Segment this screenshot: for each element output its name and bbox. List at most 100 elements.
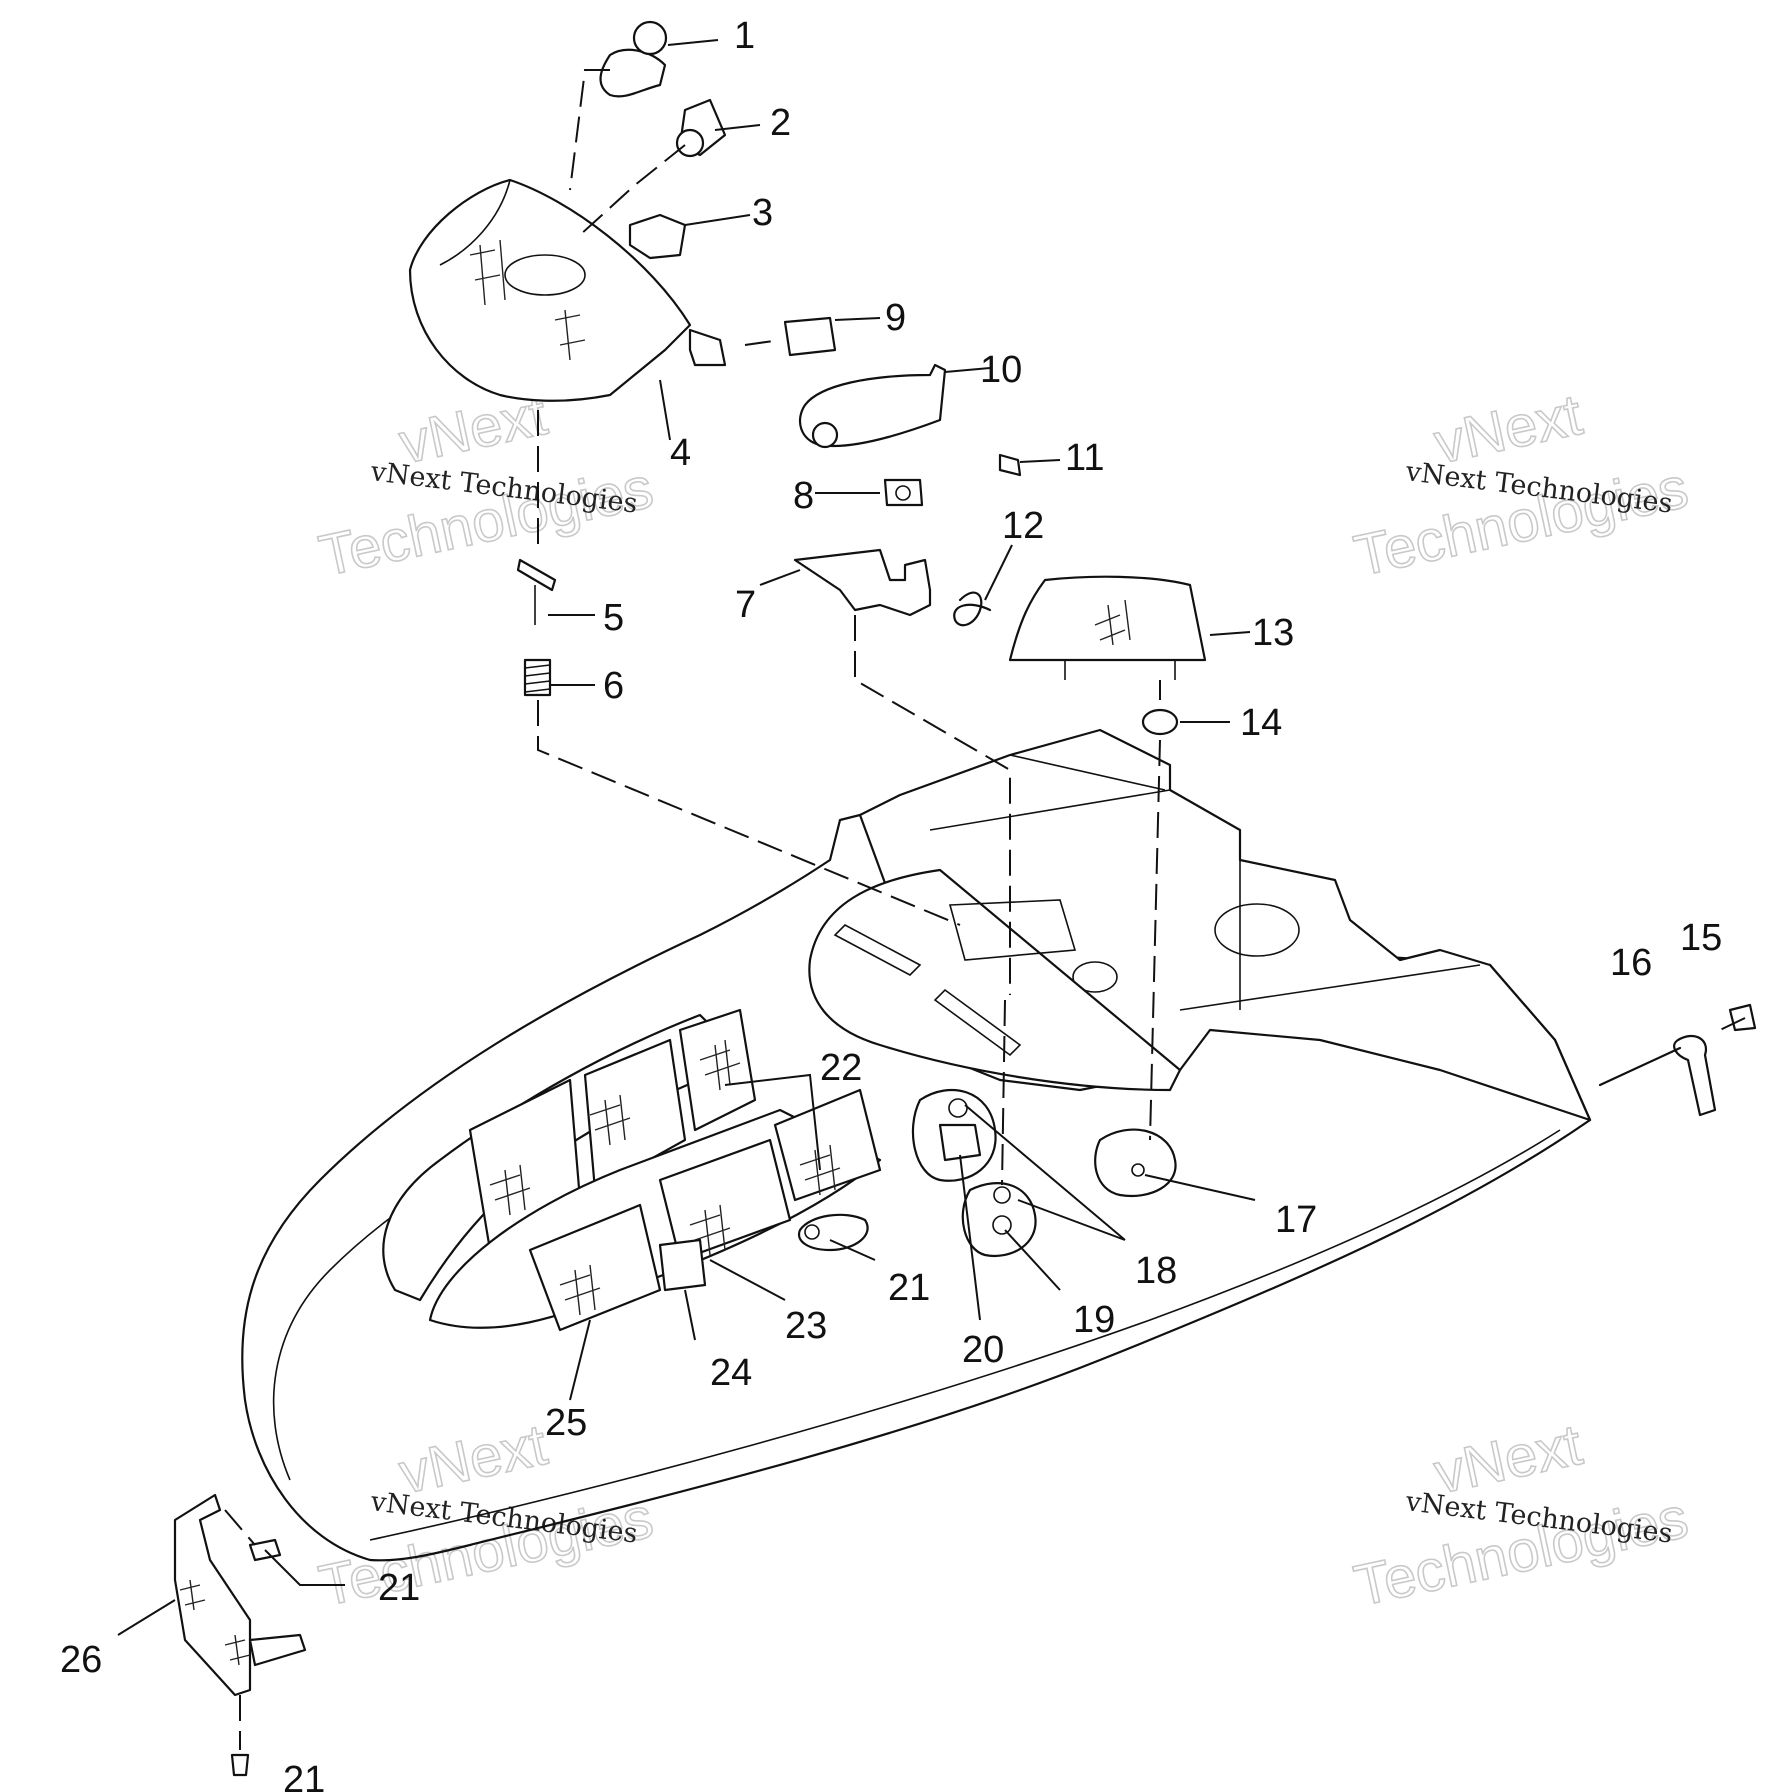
part-13-lens	[1008, 575, 1207, 662]
console-edge-1	[899, 754, 1166, 796]
align-bracket-to-hood	[854, 615, 1011, 995]
vent-upper-mid	[583, 1038, 687, 1192]
vent-lower-left	[528, 1203, 662, 1332]
align-rivet-top	[224, 1509, 256, 1546]
leader-12	[984, 544, 1013, 601]
console-edge-2	[929, 789, 1171, 831]
alignment-lines	[224, 69, 1746, 1750]
leader-20	[959, 1154, 981, 1321]
bracket-assembly	[783, 316, 1022, 627]
headlight-slot	[833, 924, 922, 976]
callout-21-bottom: 21	[283, 1759, 325, 1792]
callout-23: 23	[785, 1305, 827, 1347]
part-3-connector	[628, 213, 687, 260]
callout-20: 20	[962, 1329, 1004, 1371]
align-lever-16	[1598, 1046, 1682, 1087]
callout-5: 5	[603, 597, 624, 639]
vent-lower-mid	[658, 1138, 792, 1262]
part-15-bolt	[1728, 1003, 1757, 1032]
callout-3: 3	[752, 192, 773, 234]
decal-mark-3	[699, 1039, 741, 1091]
decal-mark-2	[589, 1094, 631, 1146]
leader-10	[944, 367, 991, 373]
leader-17	[1144, 1174, 1256, 1201]
part-8-nut	[883, 478, 924, 507]
callout-2: 2	[770, 102, 791, 144]
housing-lens-edge	[439, 179, 511, 266]
callout-13: 13	[1252, 612, 1294, 654]
callout-25: 25	[545, 1402, 587, 1444]
hood-side-line	[369, 1129, 1561, 1541]
part-7-bracket	[793, 548, 932, 617]
part-10-arm	[798, 363, 947, 448]
callout-10: 10	[980, 349, 1022, 391]
front-bracket-assembly	[173, 1493, 307, 1777]
part-14-grommet	[1141, 708, 1179, 736]
headlight-assembly	[408, 20, 727, 697]
part-9-plate	[783, 316, 837, 357]
console-hole-large	[1214, 903, 1300, 957]
part-26-side-tab	[248, 1633, 307, 1667]
housing-decal	[469, 239, 586, 361]
console-edge-4	[1179, 964, 1481, 1011]
leader-1	[667, 39, 719, 46]
leader-22	[724, 1073, 821, 1171]
leader-21-front	[264, 1549, 345, 1586]
callout-17: 17	[1275, 1199, 1317, 1241]
leader-4	[659, 379, 671, 441]
leader-21-hood	[829, 1239, 876, 1261]
console-hole-small	[1072, 961, 1118, 993]
callout-numbers: 1 2 3 4 5 6 7 8 9 10 11 12 13 14 15 16 1…	[60, 15, 1722, 1792]
part-8-nut-hole	[895, 485, 911, 501]
pad-nut-19	[992, 1215, 1012, 1235]
callout-1: 1	[734, 15, 755, 57]
align-bolt-15	[1719, 1017, 1746, 1031]
bracket-slot	[933, 988, 1022, 1057]
callout-7: 7	[735, 584, 756, 626]
callout-16: 16	[1610, 942, 1652, 984]
part-13-posts	[1064, 660, 1176, 680]
watermark-top-right: vNext Technologies vNext Technologies	[1348, 381, 1694, 589]
part-1-bulb	[599, 48, 667, 98]
hood-mount-pad-19	[961, 1182, 1037, 1258]
align-lens-to-hood	[1149, 680, 1161, 1141]
callout-24: 24	[710, 1352, 752, 1394]
callout-8: 8	[793, 475, 814, 517]
part-21-clip-on-hood	[797, 1213, 869, 1252]
part-26-front-bracket	[173, 1493, 252, 1697]
align-part-2-housing	[579, 144, 686, 236]
pad-washer-19	[993, 1186, 1011, 1204]
leader-13	[1209, 631, 1251, 636]
align-part-1-2	[569, 69, 610, 191]
leader-18	[964, 1104, 1126, 1241]
leader-2	[714, 124, 761, 131]
decal-mark-5	[689, 1204, 731, 1256]
part-13-decal	[1094, 599, 1131, 646]
part-4-headlight-housing	[408, 178, 692, 402]
align-headlight-to-hood	[537, 700, 961, 926]
callout-12: 12	[1002, 505, 1044, 547]
decal-mark-4	[559, 1264, 601, 1316]
pad-bolt-17	[1131, 1163, 1145, 1177]
part-16-lever	[1673, 1034, 1717, 1117]
part-1-bulb-cap	[632, 20, 668, 56]
leader-26	[117, 1599, 176, 1636]
part-21-clip-hole	[804, 1224, 820, 1240]
watermark-top-left: vNext Technologies vNext Technologies	[313, 381, 659, 589]
housing-bulb-socket	[504, 254, 586, 296]
leader-3	[684, 214, 751, 226]
decal-mark-6	[799, 1144, 841, 1196]
callout-19: 19	[1073, 1299, 1115, 1341]
right-side-parts	[1008, 575, 1757, 1117]
callout-9: 9	[885, 297, 906, 339]
pad-washer	[948, 1098, 968, 1118]
callout-6: 6	[603, 665, 624, 707]
hood-headlight-opening	[808, 868, 1182, 1092]
callout-18: 18	[1135, 1250, 1177, 1292]
housing-side	[609, 349, 666, 396]
part-24-grommet	[658, 1238, 707, 1292]
part-5-adjust-screw	[516, 558, 557, 592]
leader-7	[759, 569, 801, 586]
align-pad-19	[1001, 999, 1006, 1186]
